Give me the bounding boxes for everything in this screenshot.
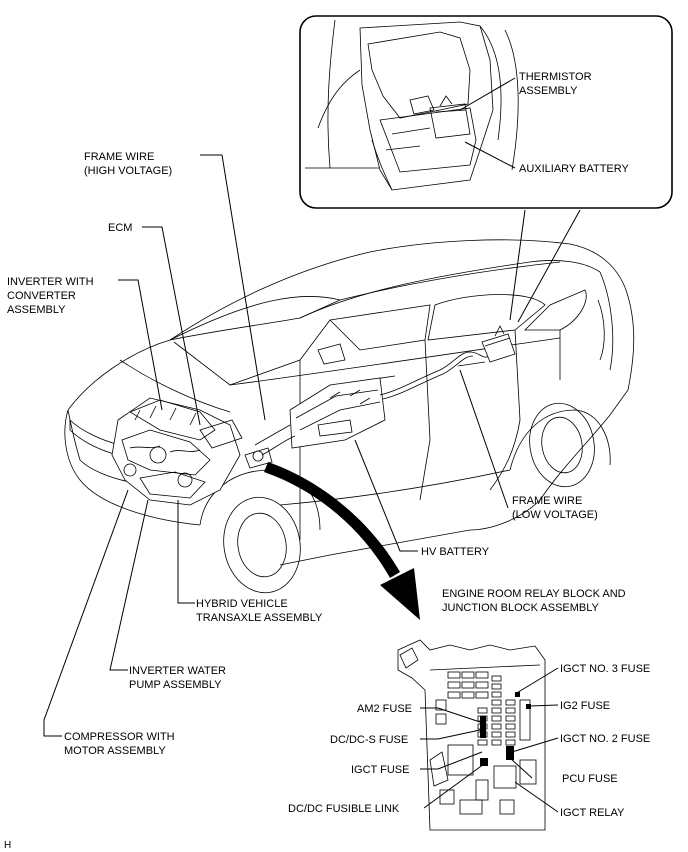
label-ecm: ECM xyxy=(108,222,132,234)
label-ig2-fuse: IG2 FUSE xyxy=(560,700,610,712)
label-inverter-converter-2: CONVERTER xyxy=(7,290,76,302)
label-dcdc-fusible-link: DC/DC FUSIBLE LINK xyxy=(288,803,400,815)
label-dcdc-s-fuse: DC/DC-S FUSE xyxy=(330,734,408,746)
label-hybrid-transaxle-2: TRANSAXLE ASSEMBLY xyxy=(196,612,323,624)
leader-lines xyxy=(43,77,581,813)
label-compressor-motor-2: MOTOR ASSEMBLY xyxy=(64,745,166,757)
label-igct-no3-fuse: IGCT NO. 3 FUSE xyxy=(560,663,650,675)
inset-frame xyxy=(299,15,673,209)
label-auxiliary-battery: AUXILIARY BATTERY xyxy=(519,163,630,175)
label-igct-no2-fuse: IGCT NO. 2 FUSE xyxy=(560,733,650,745)
label-inverter-water-pump-1: INVERTER WATER xyxy=(129,665,226,677)
label-thermistor-assembly-1: THERMISTOR xyxy=(519,71,592,83)
corner-mark: H xyxy=(4,840,11,851)
labels: THERMISTOR ASSEMBLY AUXILIARY BATTERY FR… xyxy=(4,71,650,851)
label-inverter-water-pump-2: PUMP ASSEMBLY xyxy=(129,679,222,691)
label-inverter-converter-1: INVERTER WITH xyxy=(7,276,94,288)
label-inverter-converter-3: ASSEMBLY xyxy=(7,304,66,316)
label-am2-fuse: AM2 FUSE xyxy=(357,703,412,715)
label-relay-block-title-2: JUNCTION BLOCK ASSEMBLY xyxy=(442,602,600,614)
label-igct-relay: IGCT RELAY xyxy=(560,807,625,819)
direction-arrow xyxy=(264,462,420,620)
rear-cargo-inset xyxy=(299,15,673,209)
label-frame-wire-high-1: FRAME WIRE xyxy=(84,151,154,163)
label-hybrid-transaxle-1: HYBRID VEHICLE xyxy=(196,598,288,610)
label-thermistor-assembly-2: ASSEMBLY xyxy=(519,85,578,97)
hv-battery-and-wiring xyxy=(254,325,516,456)
label-frame-wire-high-2: (HIGH VOLTAGE) xyxy=(84,165,172,177)
engine-compartment-components xyxy=(111,397,273,506)
label-hv-battery: HV BATTERY xyxy=(421,546,490,558)
label-compressor-motor-1: COMPRESSOR WITH xyxy=(64,731,175,743)
vehicle-body xyxy=(64,239,635,594)
label-relay-block-title-1: ENGINE ROOM RELAY BLOCK AND xyxy=(442,588,626,600)
label-frame-wire-low-2: (LOW VOLTAGE) xyxy=(512,509,598,521)
label-pcu-fuse: PCU FUSE xyxy=(562,773,618,785)
relay-block-drawing xyxy=(397,639,546,831)
label-igct-fuse: IGCT FUSE xyxy=(351,764,409,776)
label-frame-wire-low-1: FRAME WIRE xyxy=(512,495,582,507)
